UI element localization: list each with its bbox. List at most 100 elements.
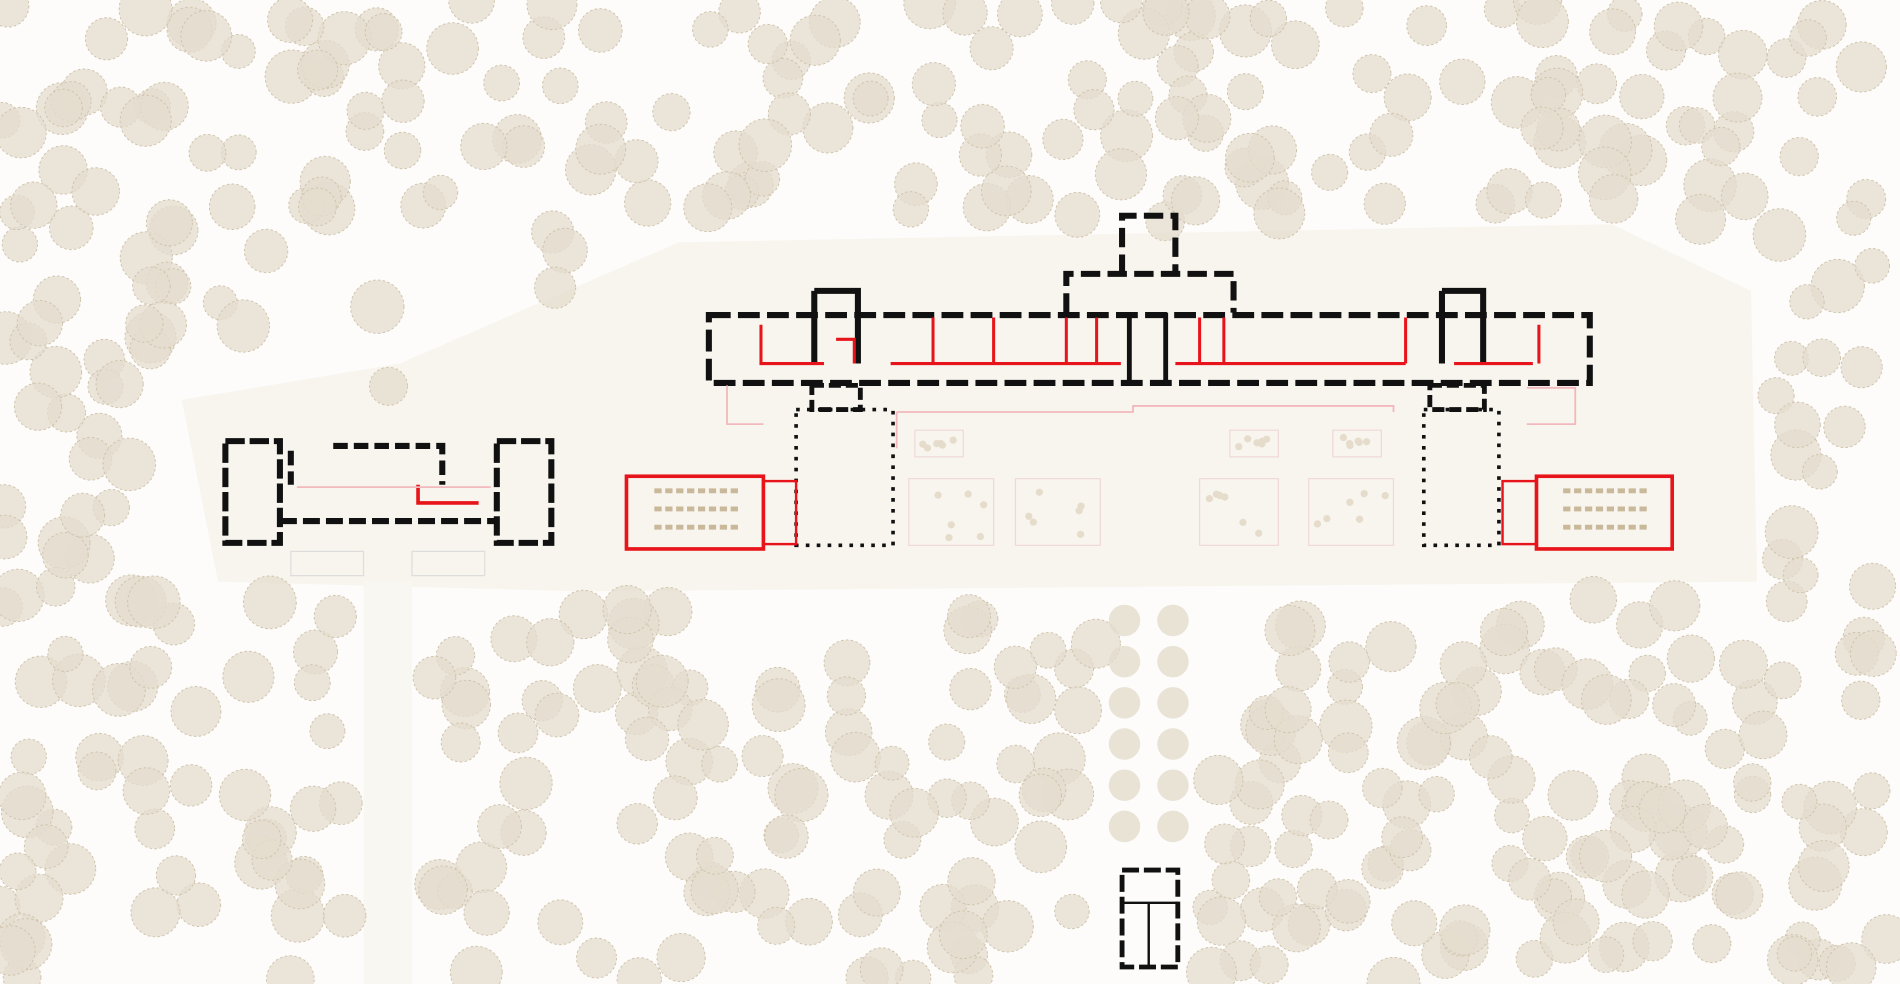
tree-icon — [1652, 683, 1697, 727]
tree-icon — [1186, 946, 1237, 984]
tree-icon — [1721, 172, 1769, 221]
tree-icon — [1225, 132, 1275, 183]
tree-icon — [1154, 96, 1200, 141]
tree-icon — [1763, 661, 1802, 700]
tree-icon — [738, 118, 793, 172]
tree-icon — [1226, 73, 1264, 111]
tree-icon — [267, 0, 314, 43]
tree-icon — [1018, 773, 1062, 817]
tree-icon — [1054, 893, 1090, 930]
tree-icon — [1649, 580, 1701, 632]
tree-icon — [1782, 557, 1819, 594]
tree-icon — [1733, 763, 1772, 802]
tree-icon — [208, 183, 256, 231]
tree-icon — [1779, 136, 1819, 177]
tree-icon — [1157, 810, 1189, 843]
plant-icon — [1339, 433, 1348, 442]
tree-icon — [364, 13, 403, 51]
tree-icon — [537, 899, 584, 946]
tree-icon — [1234, 759, 1285, 810]
tree-icon — [265, 955, 315, 984]
tree-icon — [1581, 674, 1632, 725]
tree-icon — [463, 889, 510, 936]
tree-icon — [1108, 687, 1141, 719]
tree-icon — [1854, 247, 1891, 284]
tree-icon — [892, 191, 930, 228]
tree-icon — [928, 723, 966, 761]
tree-icon — [1692, 924, 1732, 964]
tree-icon — [1524, 181, 1563, 219]
tree-icon — [130, 887, 181, 938]
tree-icon — [460, 122, 508, 171]
tree-icon — [1802, 338, 1841, 378]
tree-icon — [1653, 1, 1704, 52]
tree-icon — [422, 174, 459, 211]
tree-icon — [119, 94, 172, 147]
tree-icon — [981, 900, 1034, 953]
tree-icon — [1249, 945, 1289, 984]
tree-icon — [1675, 193, 1726, 245]
tree-icon — [242, 575, 297, 630]
tree-icon — [1325, 0, 1364, 28]
plant-icon — [976, 532, 985, 541]
tree-icon — [947, 594, 991, 639]
plant-icon — [919, 440, 927, 448]
tree-icon — [0, 106, 47, 159]
tree-icon — [1108, 769, 1141, 801]
tree-icon — [1789, 19, 1827, 57]
plant-icon — [1313, 520, 1322, 528]
plant-icon — [1355, 515, 1364, 523]
tree-icon — [218, 768, 272, 822]
tree-icon — [1718, 29, 1768, 80]
tree-icon — [243, 228, 289, 274]
tree-icon — [616, 803, 658, 845]
tree-icon — [0, 514, 28, 560]
tree-icon — [502, 125, 546, 168]
garden-bed — [908, 478, 995, 546]
tree-icon — [1840, 346, 1883, 389]
tree-icon — [13, 382, 63, 431]
tree-icon — [60, 492, 106, 538]
tree-icon — [1715, 871, 1764, 920]
tree-icon — [309, 713, 346, 750]
tree-icon — [220, 134, 257, 171]
tree-icon — [572, 664, 622, 713]
tree-icon — [426, 22, 479, 75]
plant-icon — [1244, 435, 1252, 443]
tree-icon — [127, 575, 181, 630]
tree-icon — [1108, 604, 1141, 637]
tree-icon — [718, 0, 761, 34]
tree-icon — [762, 57, 804, 99]
tree-icon — [852, 80, 889, 117]
tree-icon — [577, 8, 623, 53]
tree-icon — [440, 722, 481, 763]
plant-icon — [1360, 489, 1368, 498]
tree-icon — [381, 79, 425, 123]
tree-icon — [132, 266, 171, 306]
tree-icon — [313, 594, 357, 639]
tree-icon — [1853, 772, 1891, 810]
tree-icon — [449, 945, 503, 984]
tree-icon — [1418, 776, 1455, 813]
tree-icon — [188, 133, 227, 172]
tree-icon — [652, 92, 691, 132]
tree-icon — [1193, 754, 1244, 805]
tree-icon — [1632, 921, 1673, 962]
plant-icon — [1077, 502, 1085, 510]
tree-icon — [701, 745, 739, 783]
tree-icon — [125, 304, 164, 343]
tree-icon — [1468, 735, 1513, 779]
tree-icon — [938, 910, 988, 960]
tree-icon — [1836, 200, 1872, 236]
tree-icon — [241, 819, 282, 860]
tree-icon — [1774, 401, 1821, 449]
tree-icon — [949, 667, 992, 711]
tree-icon — [1157, 687, 1189, 719]
garden-bed — [1332, 429, 1382, 458]
tree-icon — [1014, 820, 1068, 874]
garden-bed — [1229, 429, 1279, 458]
tree-icon — [1170, 176, 1221, 226]
tree-icon — [830, 731, 881, 783]
tree-icon — [542, 227, 588, 274]
tree-icon — [1362, 767, 1403, 809]
